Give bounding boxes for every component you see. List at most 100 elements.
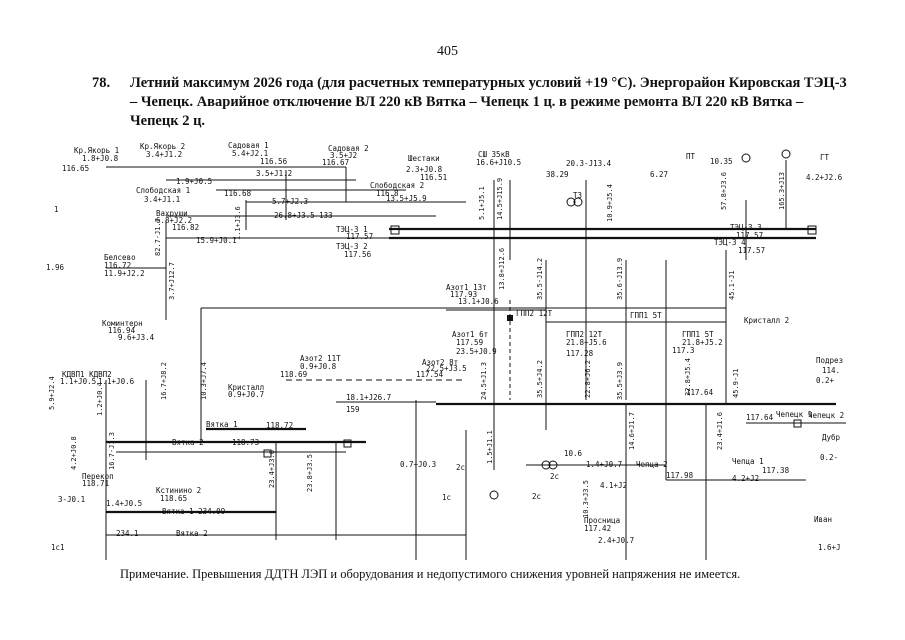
node-load: 9.6+J3.4 bbox=[118, 333, 155, 342]
node-label: Слободская 2 bbox=[370, 181, 424, 190]
transformer-icon bbox=[489, 490, 499, 500]
flow-label: 1с1 bbox=[51, 543, 65, 552]
node-label: Кстинино 2 bbox=[156, 486, 201, 495]
flow-label: 165.3+J13 bbox=[778, 172, 786, 210]
flow-label: ГПП2 12Т bbox=[516, 309, 553, 318]
node-voltage: 116.65 bbox=[62, 164, 89, 173]
generator-icon bbox=[781, 149, 791, 159]
node-label: Перекоп bbox=[82, 472, 114, 481]
node-label: СШ 35кВ bbox=[478, 150, 510, 159]
flow-label: 13.5+J5.9 bbox=[386, 194, 427, 203]
flow-label: 6.27 bbox=[650, 170, 668, 179]
node-label: ТЭЦ-3 3 bbox=[730, 223, 762, 232]
flow-label: 10.3+J3.5 bbox=[582, 480, 590, 518]
flow-label: 159 bbox=[346, 405, 360, 414]
flow-label: 4.2+J0.8 bbox=[70, 436, 78, 470]
node-load: 0.9+J0.8 bbox=[300, 362, 337, 371]
node-label: Чепецк 2 bbox=[808, 411, 844, 420]
flow-label: Подрез bbox=[816, 356, 843, 365]
node-voltage: 118.72 bbox=[266, 421, 293, 430]
flow-label: 1с bbox=[442, 493, 451, 502]
flow-label: 82.7-J1.7 bbox=[154, 218, 162, 256]
node-label: Кристалл 2 bbox=[744, 316, 789, 325]
flow-label: 2с bbox=[456, 463, 465, 472]
flow-label: 0.2+ bbox=[816, 376, 835, 385]
flow-label: 1.4+J0.7 bbox=[586, 460, 622, 469]
flow-label: 23.8+J3.5 bbox=[306, 454, 314, 492]
node-voltage: 118.65 bbox=[160, 494, 187, 503]
node-voltage: 117.28 bbox=[566, 349, 594, 358]
node-label: ТЭЦ-3 2 bbox=[336, 242, 368, 251]
node-voltage: 118.73 bbox=[232, 438, 259, 447]
flow-label: 3.7+J12.7 bbox=[168, 262, 176, 300]
node-voltage: 117.57 bbox=[736, 231, 763, 240]
node-load: 3.4+J1.2 bbox=[146, 150, 182, 159]
flow-label: 16.7+J8.2 bbox=[160, 362, 168, 400]
node-label: Азот2 11Т bbox=[300, 354, 341, 363]
flow-label: 5.9+J2.4 bbox=[48, 376, 56, 410]
node-label: Вахруши bbox=[156, 209, 188, 218]
flow-label: 1 bbox=[54, 205, 59, 214]
node-load: 1.8+J0.8 bbox=[82, 154, 119, 163]
node-load: 1.1+J0.5 bbox=[60, 377, 96, 386]
node-label: КДВП1 КДВП2 bbox=[62, 370, 112, 379]
transformer-icon bbox=[566, 197, 576, 207]
flow-label: 1.2+J0.4 bbox=[96, 382, 104, 416]
node-load: 22.5+J3.5 bbox=[426, 364, 467, 373]
flow-label: ГПП1 5Т bbox=[630, 311, 662, 320]
node-load: 16.6+J10.5 bbox=[476, 158, 521, 167]
flow-label: 2с bbox=[550, 472, 559, 481]
node-load: 21.8+J5.2 bbox=[682, 338, 723, 347]
flow-label: 35.6-J13.9 bbox=[616, 258, 624, 300]
flow-label: 3.5+J1.2 bbox=[256, 169, 292, 178]
node-voltage: 116.51 bbox=[420, 173, 447, 182]
switch-icon bbox=[793, 419, 802, 428]
node-label: Вятка 1 bbox=[206, 420, 238, 429]
node-voltage: 117.56 bbox=[344, 250, 372, 259]
node-voltage: 117.54 bbox=[416, 370, 444, 379]
node-load: 5.4+J2.1 bbox=[232, 149, 268, 158]
node-label: ГТ bbox=[820, 153, 830, 162]
node-load: 21.8+J5.6 bbox=[566, 338, 607, 347]
page-number: 405 bbox=[437, 44, 458, 59]
flow-label: 3-J0.1 bbox=[58, 495, 85, 504]
flow-label: 10.3+J7.4 bbox=[200, 362, 208, 400]
node-load: 10.35 bbox=[710, 157, 733, 166]
flow-label: 114. bbox=[822, 366, 840, 375]
node-load: 6.8+J2.2 bbox=[156, 216, 192, 225]
flow-label: 2с bbox=[532, 492, 541, 501]
node-label: ГПП2 12Т bbox=[566, 330, 603, 339]
flow-label: 1.6+J bbox=[818, 543, 841, 552]
node-load: 13.1+J0.6 bbox=[458, 297, 499, 306]
node-voltage: 116.68 bbox=[224, 189, 252, 198]
node-label: ПТ bbox=[686, 152, 696, 161]
flow-label: 15.9+J0.1 bbox=[196, 236, 237, 245]
flow-label: 35.5-J14.2 bbox=[536, 258, 544, 300]
flow-label: 22.8+J5.4 bbox=[684, 358, 692, 396]
node-label: Чепца 2 bbox=[636, 460, 668, 469]
flow-label: 1.5+J1.1 bbox=[486, 430, 494, 464]
node-label: Просница bbox=[584, 516, 620, 525]
flow-label: 23.4+J1.6 bbox=[716, 412, 724, 450]
flow-label: 22.8+J6.2 bbox=[584, 360, 592, 398]
node-label: Кр.Якорь 1 bbox=[74, 146, 119, 155]
flow-label: Т3 bbox=[573, 191, 582, 200]
switch-icon bbox=[343, 439, 352, 448]
node-label: Коминтерн bbox=[102, 319, 143, 328]
flow-label: 20.3-J13.4 bbox=[566, 159, 612, 168]
flow-label: 24.5+J1.3 bbox=[480, 362, 488, 400]
flow-label: 234.1 bbox=[116, 529, 139, 538]
node-label: Азот2 8т bbox=[422, 358, 458, 367]
node-voltage: 117.98 bbox=[666, 471, 694, 480]
node-label: Садовая 1 bbox=[228, 141, 269, 150]
flow-label: 1.9+J0.5 bbox=[176, 177, 212, 186]
node-voltage: 117.38 bbox=[762, 466, 790, 475]
node-label: ГПП1 5Т bbox=[682, 330, 714, 339]
node-label: ТЭЦ-3 1 bbox=[336, 225, 368, 234]
node-voltage: 116.94 bbox=[108, 326, 136, 335]
flow-label: 1.1+J3.6 bbox=[234, 206, 242, 240]
node-voltage: 117.57 bbox=[738, 246, 765, 255]
transformer-icon bbox=[541, 460, 551, 470]
node-voltage: 116.82 bbox=[172, 223, 199, 232]
node-load: 3.5+J2 bbox=[330, 151, 357, 160]
